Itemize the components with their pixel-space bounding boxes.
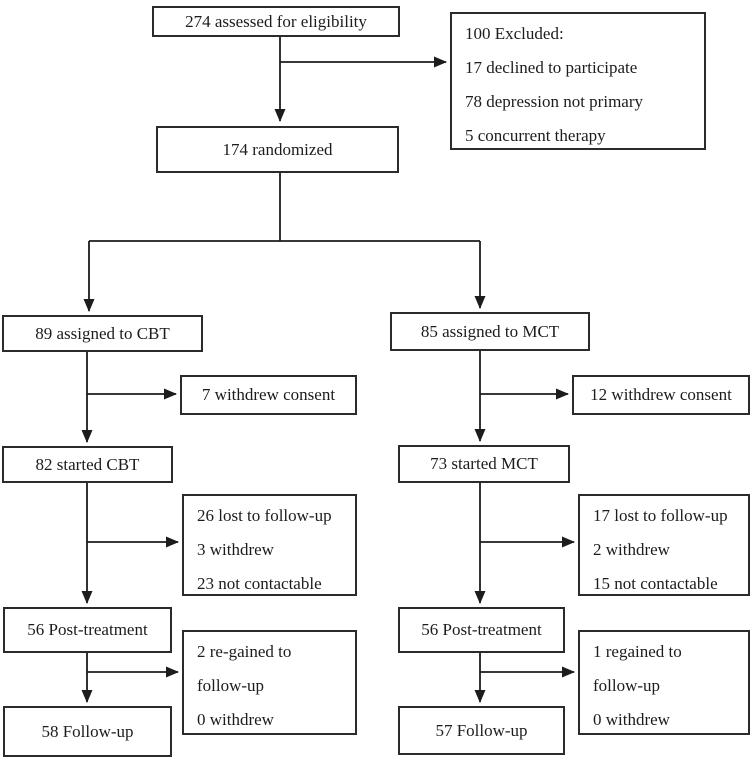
randomized-label: 174 randomized <box>222 139 333 159</box>
box-cbt-regained: 2 re-gained to follow-up 0 withdrew <box>182 630 357 735</box>
box-cbt-attrition: 26 lost to follow-up 3 withdrew 23 not c… <box>182 494 357 596</box>
cbt-withdrew-consent-label: 7 withdrew consent <box>201 385 336 404</box>
mct-started-label: 73 started MCT <box>430 454 538 473</box>
box-cbt-started: 82 started CBT <box>2 446 173 483</box>
box-cbt-assigned: 89 assigned to CBT <box>2 315 203 352</box>
excluded-line-4: 5 concurrent therapy <box>465 126 606 145</box>
box-mct-assigned: 85 assigned to MCT <box>390 312 590 351</box>
box-cbt-followup: 58 Follow-up <box>3 706 172 757</box>
excluded-line-3: 78 depression not primary <box>465 92 643 111</box>
cbt-regained-line-1: 2 re-gained to <box>197 642 292 661</box>
mct-assigned-label: 85 assigned to MCT <box>420 321 560 341</box>
mct-attrition-line-1: 17 lost to follow-up <box>593 506 728 525</box>
box-excluded: 100 Excluded: 17 declined to participate… <box>450 12 706 150</box>
cbt-attrition-line-2: 3 withdrew <box>197 540 274 559</box>
box-cbt-post-treatment: 56 Post-treatment <box>3 607 172 653</box>
box-randomized: 174 randomized <box>156 126 399 173</box>
box-mct-withdrew-consent: 12 withdrew consent <box>572 375 750 415</box>
box-mct-regained: 1 regained to follow-up 0 withdrew <box>578 630 750 735</box>
cbt-regained-line-2: follow-up <box>197 676 265 695</box>
mct-withdrew-consent-label: 12 withdrew consent <box>590 385 732 404</box>
cbt-assigned-label: 89 assigned to CBT <box>35 323 170 343</box>
cbt-post-treatment-label: 56 Post-treatment <box>27 620 148 639</box>
mct-followup-label: 57 Follow-up <box>435 720 528 740</box>
cbt-started-label: 82 started CBT <box>35 454 140 474</box>
excluded-line-2: 17 declined to participate <box>465 58 638 77</box>
mct-post-treatment-label: 56 Post-treatment <box>421 620 542 639</box>
box-cbt-withdrew-consent: 7 withdrew consent <box>180 375 357 415</box>
mct-regained-line-2: follow-up <box>593 676 661 695</box>
cbt-followup-label: 58 Follow-up <box>41 721 134 741</box>
cbt-attrition-line-1: 26 lost to follow-up <box>197 506 332 525</box>
box-assessed: 274 assessed for eligibility <box>152 6 400 37</box>
mct-attrition-line-2: 2 withdrew <box>593 540 670 559</box>
cbt-attrition-line-3: 23 not contactable <box>197 574 322 593</box>
mct-attrition-line-3: 15 not contactable <box>593 574 718 593</box>
cbt-regained-line-3: 0 withdrew <box>197 710 274 729</box>
excluded-line-1: 100 Excluded: <box>465 24 564 43</box>
mct-regained-line-3: 0 withdrew <box>593 710 670 729</box>
box-mct-followup: 57 Follow-up <box>398 706 565 755</box>
assessed-label: 274 assessed for eligibility <box>185 11 367 31</box>
mct-regained-line-1: 1 regained to <box>593 642 682 661</box>
box-mct-started: 73 started MCT <box>398 445 570 483</box>
box-mct-post-treatment: 56 Post-treatment <box>398 607 565 653</box>
box-mct-attrition: 17 lost to follow-up 2 withdrew 15 not c… <box>578 494 750 596</box>
